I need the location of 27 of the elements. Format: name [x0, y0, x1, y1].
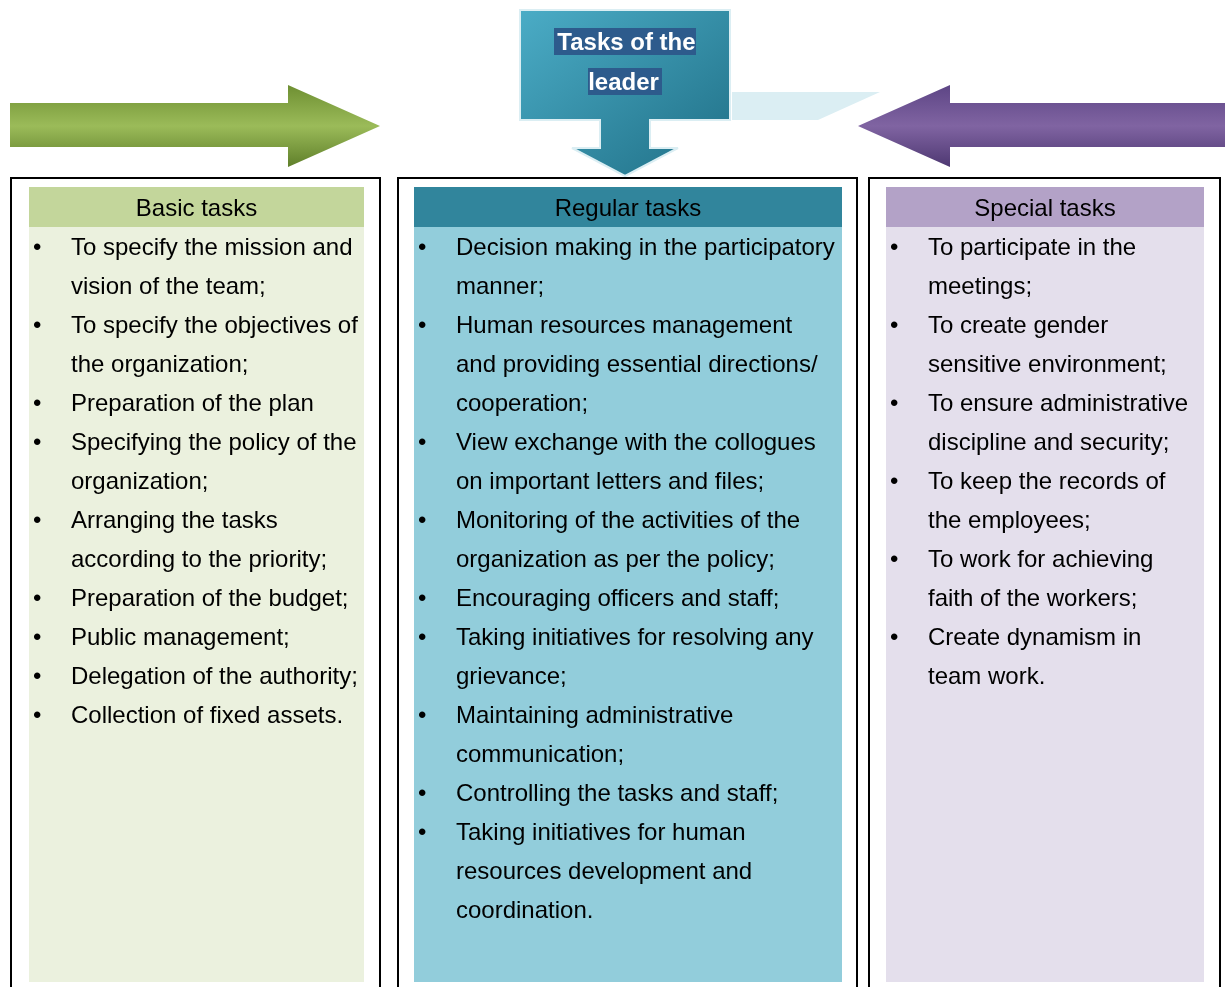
list-item: • Controlling the tasks and staff;: [417, 778, 780, 808]
list-item: • Create dynamism in team work.: [889, 622, 1143, 691]
list-item: • Public management;: [32, 622, 291, 652]
list-item: • Preparation of the budget;: [32, 583, 350, 613]
list-item: • Decision making in the participatory manner;: [417, 232, 836, 301]
list-item: • Monitoring of the activities of the organization as per the policy;: [417, 505, 802, 574]
list-item: • Preparation of the plan: [32, 388, 315, 418]
list-item: • To participate in the meetings;: [889, 232, 1138, 301]
list-item: • Taking initiatives for resolving any grievance;: [417, 622, 815, 691]
list-item: • View exchange with the collogues on important letters and files;: [417, 427, 817, 496]
list-item: • Maintaining administrative communication;: [417, 700, 735, 769]
list-item: • Collection of fixed assets.: [32, 700, 345, 730]
column-heading: Regular tasks: [414, 187, 842, 227]
list-item: • Taking initiatives for human resources development and coordination.: [417, 817, 754, 925]
list-item: • To work for achieving faith of the workers;: [889, 544, 1155, 613]
column-heading: Special tasks: [886, 187, 1204, 227]
list-item: • Encouraging officers and staff;: [417, 583, 781, 613]
list-item: • Specifying the policy of the organization;: [32, 427, 358, 496]
list-item: • Human resources management and providing essential directions/ cooperation;: [417, 310, 819, 418]
column-heading: Basic tasks: [29, 187, 364, 227]
list-item: • To keep the records of the employees;: [889, 466, 1167, 535]
list-item: • To specify the objectives of the organization;: [32, 310, 358, 379]
list-item: • To create gender sensitive environment;: [889, 310, 1168, 379]
list-item: • Delegation of the authority;: [32, 661, 358, 691]
list-item: • To ensure administrative discipline and security;: [889, 388, 1190, 457]
list-item: • Arranging the tasks according to the priority;: [32, 505, 329, 574]
list-item: • To specify the mission and vision of the team;: [32, 232, 354, 301]
